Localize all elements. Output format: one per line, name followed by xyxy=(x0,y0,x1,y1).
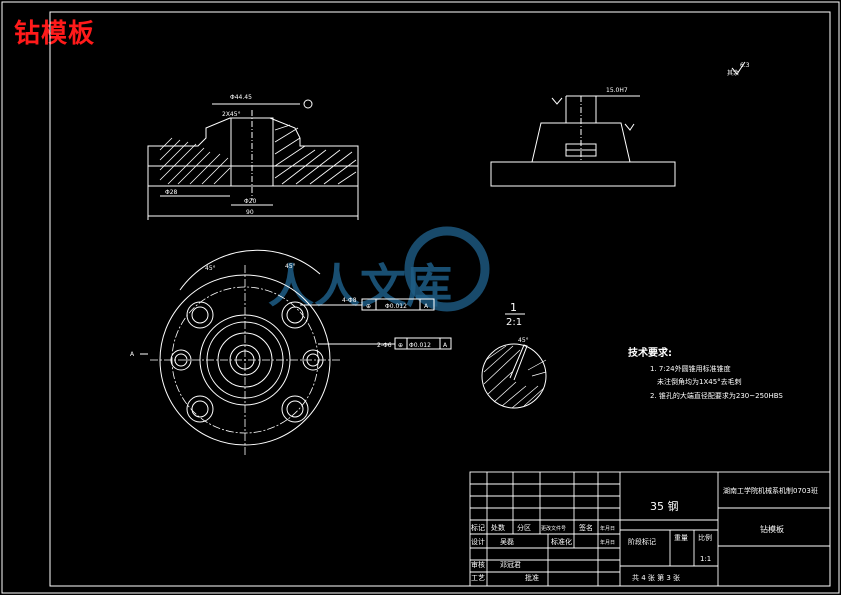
tb-h1: 处数 xyxy=(491,523,505,532)
tb-stage-mark: 阶段标记 xyxy=(628,537,656,546)
tol2-datum: A xyxy=(443,342,448,349)
tb-review: 审核 xyxy=(471,560,485,569)
tol1-sym: ⊕ xyxy=(366,303,371,310)
tb-approve: 批准 xyxy=(525,573,539,582)
dim-d5: Φ28 xyxy=(165,189,178,196)
tb-designer: 吴磊 xyxy=(500,538,514,546)
dim-d1: Φ44.45 xyxy=(230,94,252,101)
tol1-datum: A xyxy=(424,303,429,310)
tol1-label: 4-Φ8 xyxy=(342,297,357,304)
tb-scale: 1:1 xyxy=(700,555,711,563)
dim-angle1: 45° xyxy=(205,265,216,272)
tol2-value: Φ0.012 xyxy=(409,342,431,349)
tol2-label: 2-Φ6 xyxy=(377,342,392,349)
watermark: 人人文库 xyxy=(268,226,490,313)
tb-design: 设计 xyxy=(471,537,485,546)
tb-h4: 签名 xyxy=(579,523,593,532)
tb-weight: 重量 xyxy=(674,534,688,542)
svg-text:未注倒角均为1X45°去毛刺: 未注倒角均为1X45°去毛刺 xyxy=(657,377,742,386)
tb-school: 湖南工学院机械系机制0703班 xyxy=(723,486,818,495)
tolerance-frame-2 xyxy=(318,337,452,350)
tb-part-name: 钻模板 xyxy=(760,524,784,534)
dim-d3: Φ20 xyxy=(244,198,257,205)
tol1-value: Φ0.012 xyxy=(385,303,407,310)
svg-text:技术要求:: 技术要求: xyxy=(628,346,672,359)
inner-border xyxy=(49,11,831,587)
datum-a-label: A xyxy=(130,351,135,358)
plan-view xyxy=(140,249,340,455)
tb-standard: 标准化 xyxy=(551,537,572,546)
dim-d2: 2X45° xyxy=(222,111,241,118)
drawing-title-overlay: 钻模板 xyxy=(14,19,96,49)
side-view xyxy=(490,95,676,187)
title-block-text: 35 钢 湖南工学院机械系机制0703班 钻模板 标记 处数 分区 更改文件号 … xyxy=(471,486,818,582)
tb-ratio: 比例 xyxy=(698,533,712,542)
tb-h5b: 年月日 xyxy=(600,539,615,546)
svg-text:人人文库: 人人文库 xyxy=(268,259,452,313)
dim-d4: 90 xyxy=(246,209,254,216)
detail-id: 1 xyxy=(510,301,517,314)
detail-scale: 2:1 xyxy=(506,317,522,328)
svg-text:6.3: 6.3 xyxy=(740,62,750,69)
technical-requirements: 技术要求: 1. 7:24外圆锥用标准锥度 未注倒角均为1X45°去毛刺 2. … xyxy=(628,346,783,400)
tb-h3: 更改文件号 xyxy=(541,525,566,532)
dim-d6: 15.0H7 xyxy=(606,87,628,94)
tb-material: 35 钢 xyxy=(650,500,679,513)
tol2-sym: ⊕ xyxy=(398,342,403,349)
tb-h0: 标记 xyxy=(471,523,485,532)
front-section-view xyxy=(147,99,359,220)
dim-angle2: 45° xyxy=(285,263,296,270)
roughness-symbol: 其余 6.3 xyxy=(727,61,750,77)
tb-process: 工艺 xyxy=(471,574,485,582)
dim-angle-detail: 45° xyxy=(518,337,529,344)
title-block xyxy=(469,471,831,587)
svg-text:2. 锥孔的大端直径配要求为230~250HBS: 2. 锥孔的大端直径配要求为230~250HBS xyxy=(650,391,783,400)
svg-text:1. 7:24外圆锥用标准锥度: 1. 7:24外圆锥用标准锥度 xyxy=(650,364,731,373)
tb-sheets: 共 4 张 第 3 张 xyxy=(632,573,680,582)
tb-h5: 年月日 xyxy=(600,525,615,532)
tb-h2: 分区 xyxy=(517,523,531,532)
tolerance-frame-1 xyxy=(300,298,435,311)
svg-text:其余: 其余 xyxy=(727,69,739,77)
tb-reviewer: 邓冠君 xyxy=(500,561,521,569)
detail-view xyxy=(481,343,547,409)
